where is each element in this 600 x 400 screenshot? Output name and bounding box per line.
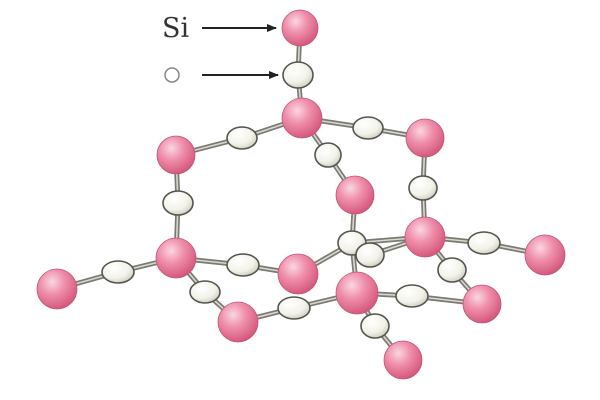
silicon-atom [36, 268, 78, 310]
oxygen-atom [162, 190, 194, 216]
oxygen-atom [277, 296, 311, 320]
silicon-atom [277, 253, 319, 295]
silicon-label: Si [162, 13, 189, 44]
silicon-atom [462, 284, 502, 324]
oxygen-atom [226, 126, 258, 150]
oxygen-atom [352, 116, 384, 140]
oxygen-atom [360, 313, 390, 339]
oxygen-atom [101, 260, 135, 284]
oxygen-atom [226, 253, 260, 277]
silicon-atom [524, 234, 566, 276]
silicon-atom [335, 271, 379, 315]
silicon-atom [383, 340, 423, 380]
oxygen-atom [282, 61, 314, 89]
silicon-atom [281, 97, 323, 139]
silicon-atom [155, 237, 197, 279]
oxygen-atom [395, 284, 429, 308]
oxygen-atom [314, 142, 342, 168]
oxygen-atom [467, 231, 501, 255]
silicon-atom [281, 9, 319, 47]
oxygen-atom [189, 280, 221, 304]
atoms-layer [36, 9, 566, 380]
silicon-atom [156, 135, 196, 175]
silicon-atom [217, 301, 259, 343]
silicon-atom [405, 118, 445, 158]
oxygen-atom [408, 175, 438, 201]
oxygen-atom [355, 242, 385, 268]
oxygen-atom [437, 257, 467, 283]
silicon-atom [335, 175, 375, 215]
oxygen-legend-symbol [164, 67, 180, 83]
legend: Si O [162, 13, 279, 83]
silicon-atom [404, 216, 446, 258]
